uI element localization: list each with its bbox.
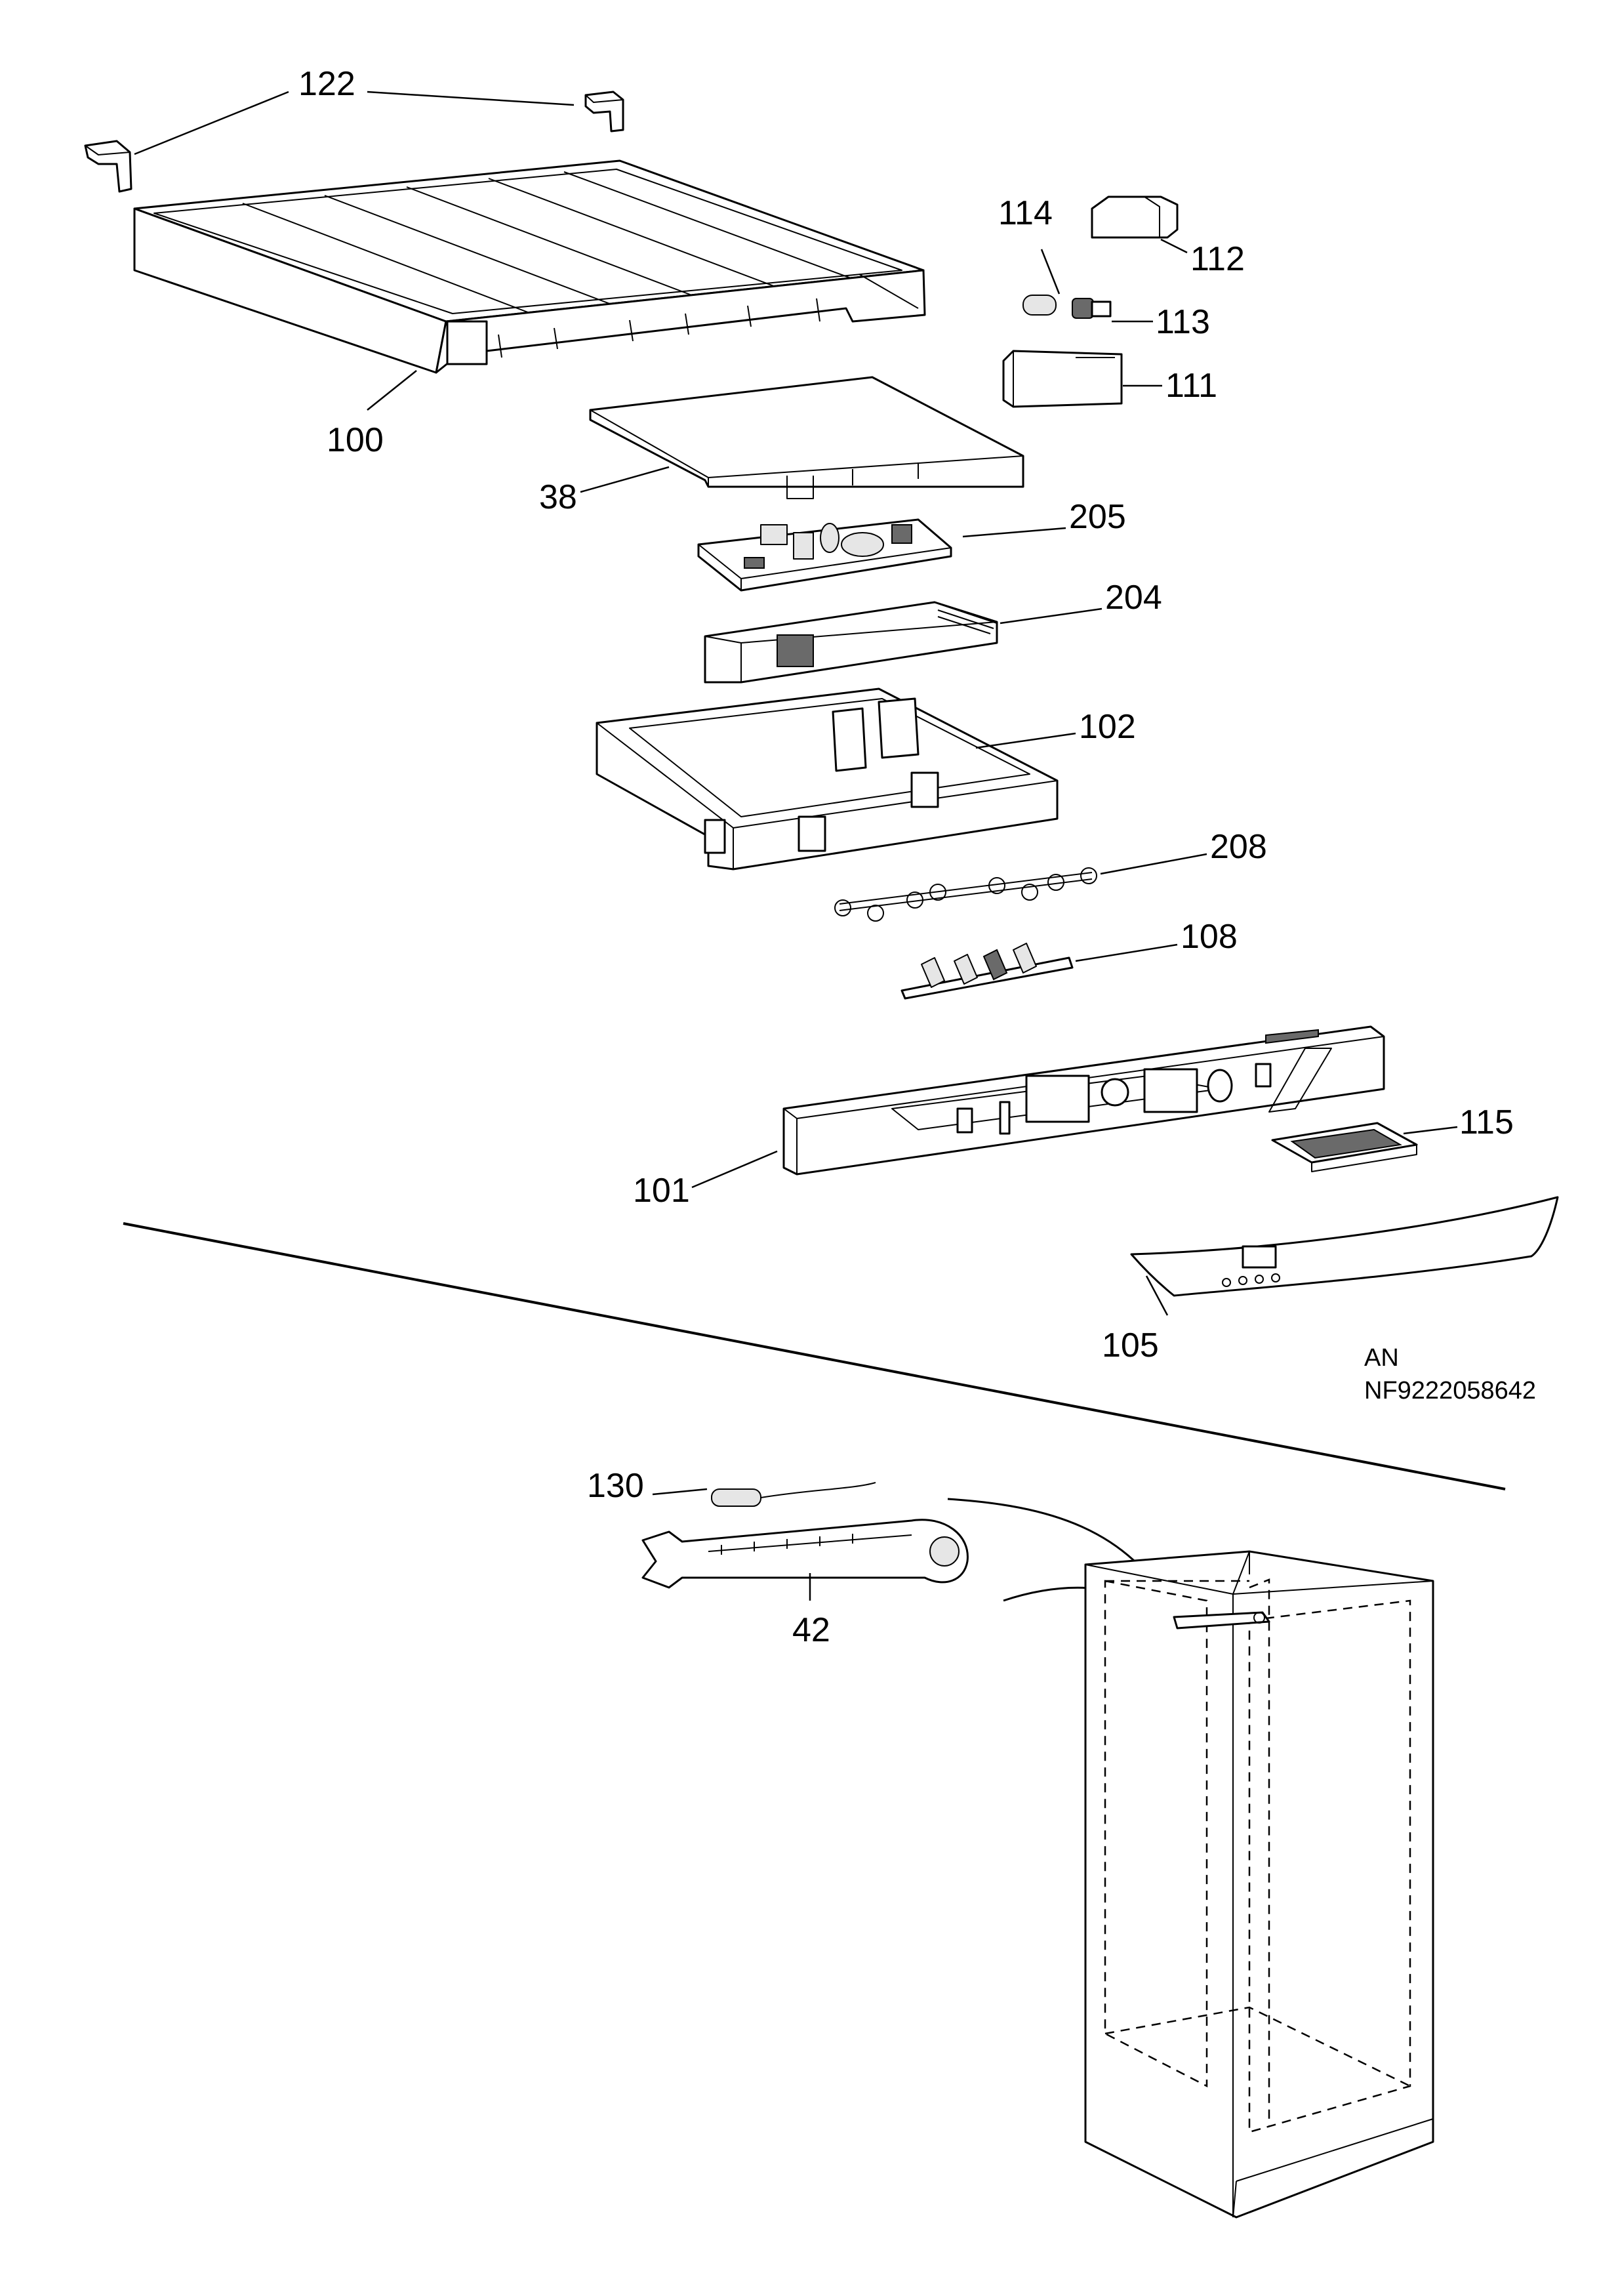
label-122: 122	[298, 65, 355, 103]
label-112: 112	[1190, 240, 1245, 278]
label-204: 204	[1105, 579, 1162, 617]
label-115: 115	[1459, 1103, 1514, 1141]
leader-38	[580, 466, 670, 493]
leader-108	[1075, 943, 1178, 962]
leader-122-right	[367, 91, 575, 106]
part-108-button-actuator	[900, 943, 1074, 1000]
label-113: 113	[1156, 303, 1210, 341]
part-115-insert	[1271, 1122, 1418, 1172]
part-100-top-lid	[133, 159, 926, 374]
part-112-cap	[1091, 195, 1179, 239]
leader-102	[975, 732, 1076, 749]
part-114-bulb	[1022, 295, 1057, 316]
label-114: 114	[998, 194, 1053, 232]
leader-204	[1000, 607, 1102, 625]
part-105-decor-strip	[1130, 1196, 1559, 1297]
leader-115	[1403, 1126, 1458, 1135]
part-122-corner-caps	[84, 91, 624, 193]
leader-101	[691, 1150, 778, 1189]
label-111: 111	[1165, 367, 1217, 405]
label-130: 130	[587, 1467, 644, 1505]
drawing-code-line1: AN	[1364, 1344, 1399, 1372]
leader-205	[962, 527, 1066, 538]
part-102-housing-frame	[596, 687, 1059, 871]
cabinet-outline	[1084, 1550, 1434, 2219]
label-38: 38	[539, 478, 577, 516]
part-130-temperature-sensor	[711, 1482, 876, 1507]
leader-105	[1145, 1275, 1169, 1316]
leader-112	[1160, 238, 1188, 254]
section-divider-line	[123, 1222, 1506, 1490]
drawing-code-line2: NF9222058642	[1364, 1377, 1536, 1404]
leader-122-left	[134, 91, 289, 155]
part-42-sensor-holder	[641, 1519, 969, 1589]
leader-208	[1100, 853, 1207, 875]
part-101-front-panel	[782, 1025, 1385, 1176]
part-204-display-board	[704, 601, 998, 684]
leader-130	[652, 1488, 708, 1496]
label-102: 102	[1079, 708, 1136, 746]
leader-114	[1040, 249, 1061, 295]
label-105: 105	[1102, 1326, 1159, 1364]
label-108: 108	[1181, 918, 1238, 956]
part-111-lamp-cover	[1002, 350, 1123, 408]
label-205: 205	[1069, 498, 1126, 536]
part-113-lamp-holder	[1072, 298, 1112, 319]
label-100: 100	[327, 421, 384, 459]
part-38-cover-plate	[589, 376, 1024, 499]
part-208-spring-bar	[834, 867, 1097, 922]
label-208: 208	[1210, 828, 1267, 866]
part-205-control-board	[697, 518, 952, 592]
label-101: 101	[633, 1172, 690, 1210]
label-42: 42	[792, 1611, 830, 1649]
leader-100	[367, 370, 417, 411]
